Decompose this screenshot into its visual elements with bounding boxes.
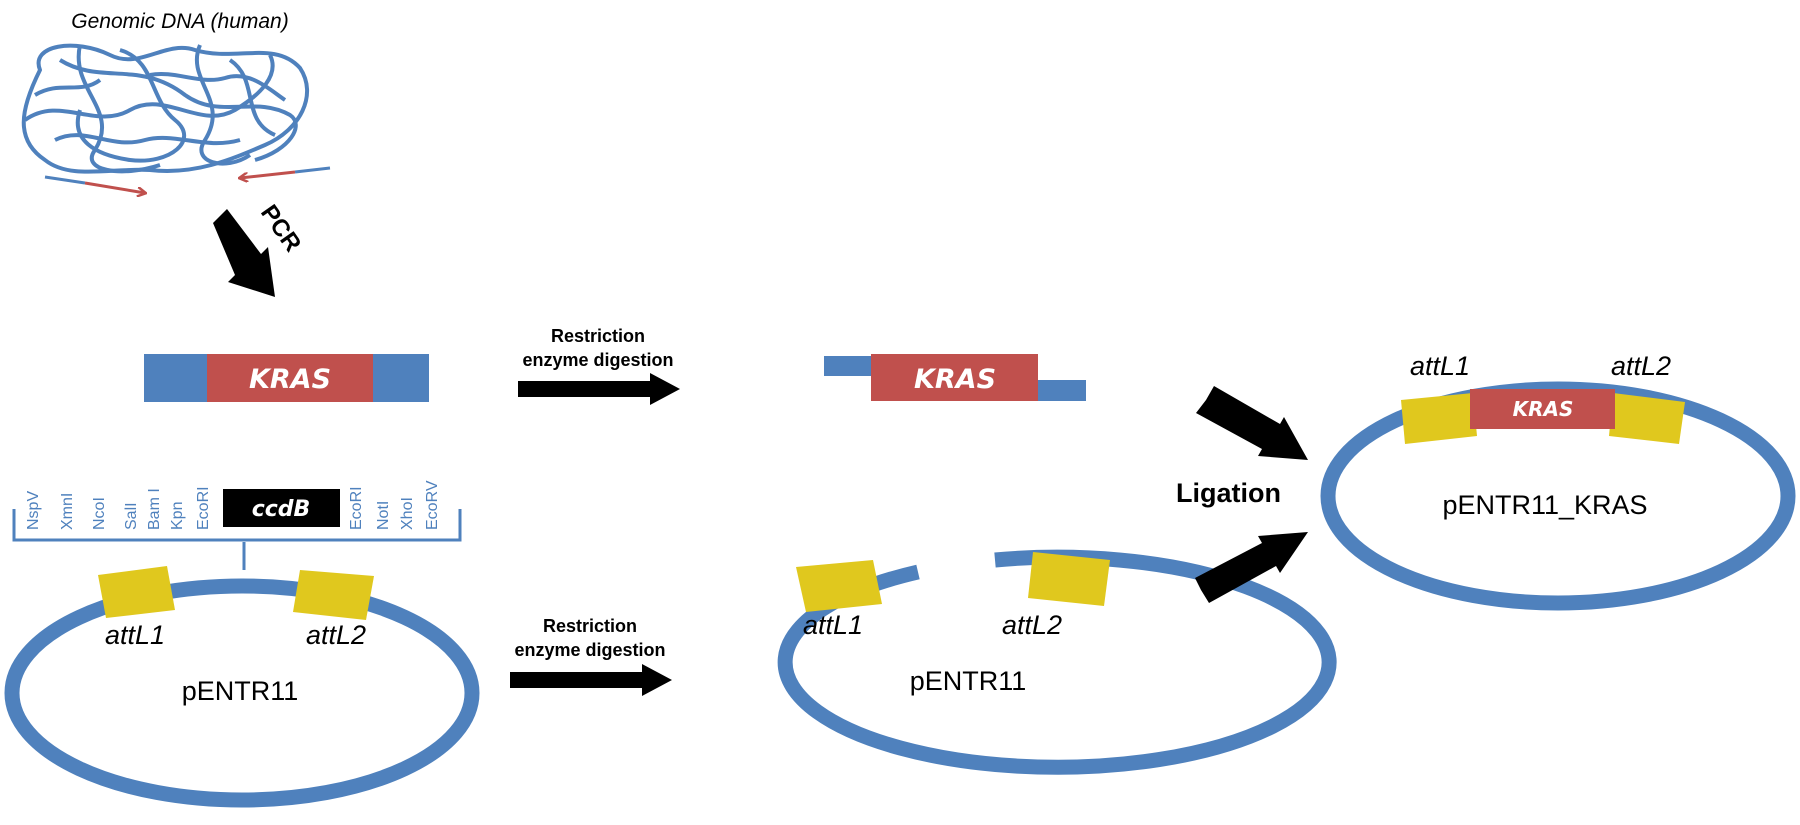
ccdb-label: ccdB [252,497,311,522]
kras-digested: KRAS [824,354,1086,401]
site-label: NotI [375,501,392,530]
site-label: EcoRI [195,486,212,530]
attl1-label-vector: attL1 [105,620,165,650]
attl1-site-vector [98,566,175,618]
site-label: NcoI [91,497,108,530]
digestion-label-top-1: Restriction [551,326,645,346]
digestion-arrow-top [518,373,680,405]
attl2-site-open [1028,552,1110,606]
attl1-site-product [1401,393,1477,444]
site-label: SalI [123,502,140,530]
site-label: Bam I [146,488,163,530]
attl1-label-open: attL1 [803,610,863,640]
plasmid-product-label: pENTR11_KRAS [1442,490,1647,520]
restriction-sites-right: EcoRI NotI XhoI EcoRV [348,480,441,530]
ligation-label: Ligation [1176,478,1281,508]
pcr-arrow [213,209,275,297]
attl2-site-vector [293,570,374,620]
attl2-label-vector: attL2 [306,620,366,650]
mcs-bracket [12,509,462,542]
site-label: NspV [25,491,42,530]
attl2-site-product [1609,393,1685,444]
site-label: EcoRV [424,480,441,530]
kras-pcr-product: KRAS [144,354,429,402]
attl1-label-product: attL1 [1410,351,1470,381]
kras-label-product: KRAS [1513,397,1574,421]
genomic-dna-tangle [21,43,310,174]
plasmid-vector-ring [4,578,480,808]
digestion-label-bottom-2: enzyme digestion [514,640,665,660]
attl1-site-open [796,560,882,612]
primer-forward [44,175,145,193]
kras-insert [1470,389,1615,429]
attl2-label-open: attL2 [1002,610,1062,640]
ligation-arrow-top [1196,386,1308,460]
digestion-label-bottom-1: Restriction [543,616,637,636]
site-label: Kpn [169,502,186,530]
plasmid-vector-label: pENTR11 [182,676,299,706]
attl2-label-product: attL2 [1611,351,1671,381]
site-label: XmnI [59,493,76,530]
kras-label-digested: KRAS [914,364,996,395]
ccdb-box: ccdB [223,489,340,527]
site-label: XhoI [399,497,416,530]
primer-reverse [240,166,331,178]
ligation-arrow-bottom [1195,532,1308,603]
kras-label-pcr: KRAS [249,364,331,395]
digestion-label-top-2: enzyme digestion [522,350,673,370]
site-label: EcoRI [348,486,365,530]
genomic-dna-label: Genomic DNA (human) [71,10,288,33]
digestion-arrow-bottom [510,664,672,696]
plasmid-open-label: pENTR11 [910,666,1027,696]
pcr-label: PCR [255,200,306,257]
restriction-sites-left: NspV XmnI NcoI SalI Bam I Kpn EcoRI [25,486,212,530]
